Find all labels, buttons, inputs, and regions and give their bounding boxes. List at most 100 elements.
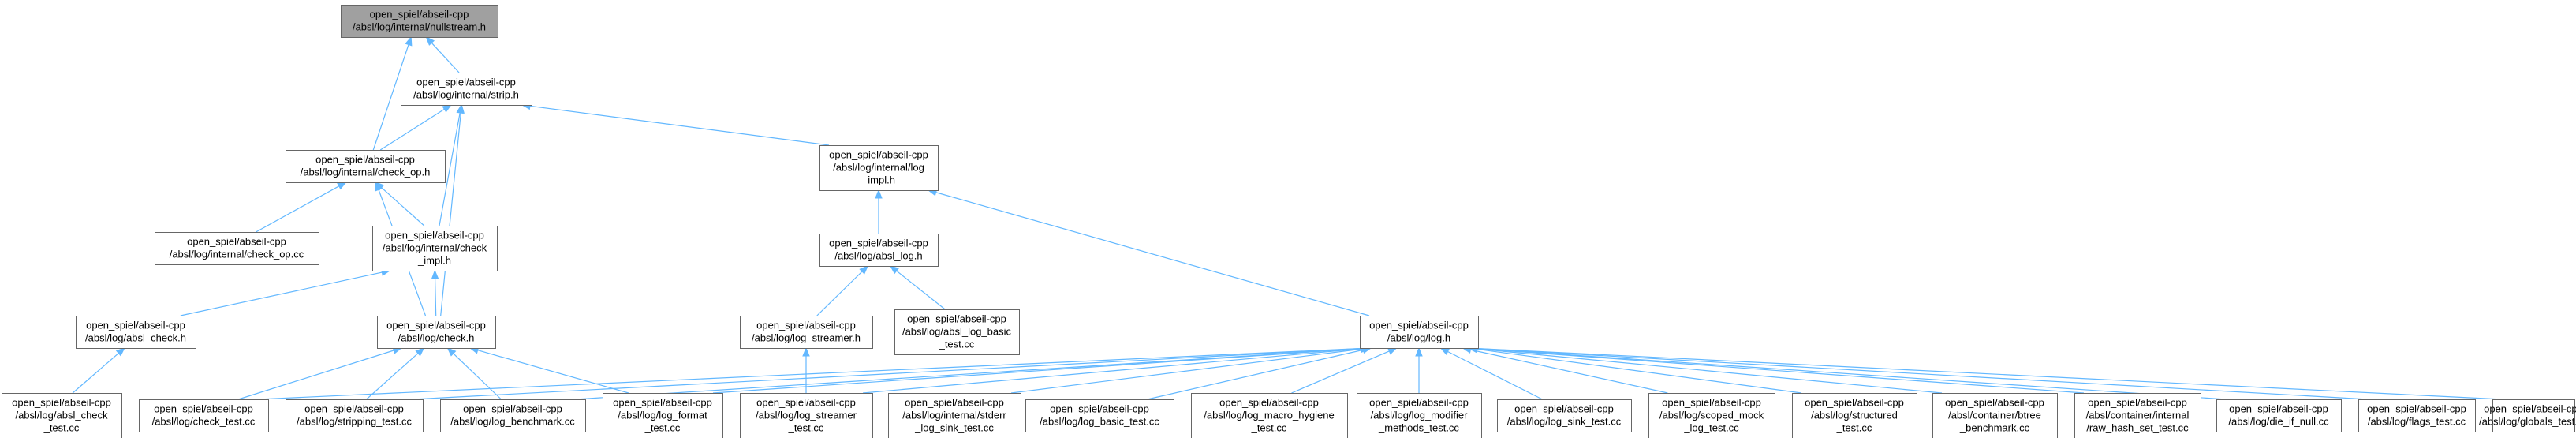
node-label-line: open_spiel/abseil-cpp [370, 9, 469, 21]
node-box [155, 232, 319, 265]
node-label-line: /absl/log/internal/check_op.h [301, 167, 431, 178]
node-label-line: /absl/log/stripping_test.cc [297, 416, 412, 428]
node-label-line: /absl/log/log_streamer [756, 410, 857, 421]
node-label-line: _methods_test.cc [1378, 422, 1459, 434]
node-flags-test[interactable]: open_spiel/abseil-cpp/absl/log/flags_tes… [2358, 399, 2476, 432]
arrowhead [375, 181, 383, 192]
arrowhead [875, 189, 883, 199]
node-die-if-null[interactable]: open_spiel/abseil-cpp/absl/log/die_if_nu… [2216, 399, 2342, 432]
arrowhead [337, 182, 347, 190]
node-label-line: /absl/log/internal/nullstream.h [353, 21, 486, 33]
node-label-line: open_spiel/abseil-cpp [1945, 397, 2044, 409]
arrowhead [1439, 347, 1450, 355]
node-label-line: /absl/log/internal/stderr [902, 410, 1006, 421]
node-label-line: /absl/log/scoped_mock [1659, 410, 1764, 421]
node-label-line: open_spiel/abseil-cpp [463, 403, 562, 415]
node-box [2074, 393, 2201, 438]
node-label-line: open_spiel/abseil-cpp [416, 77, 516, 88]
node-label-line: /absl/log/log_basic_test.cc [1040, 416, 1159, 428]
node-box [1360, 316, 1479, 349]
node-label-line: _test.cc [1251, 422, 1287, 434]
node-label-line: _benchmark.cc [1959, 422, 2030, 434]
node-label-line: /absl/log/flags_test.cc [2368, 416, 2466, 428]
node-box [819, 234, 939, 267]
node-absl-check[interactable]: open_spiel/abseil-cpp/absl/log/absl_chec… [76, 316, 196, 349]
arrowhead [115, 347, 125, 357]
node-label-line: open_spiel/abseil-cpp [1219, 397, 1319, 409]
node-label-line: open_spiel/abseil-cpp [2088, 397, 2187, 409]
node-stripping-test[interactable]: open_spiel/abseil-cpp/absl/log/stripping… [286, 399, 424, 432]
edge-log-macro-hygiene-test-to-log-h [1291, 347, 1398, 394]
node-btree-benchmark[interactable]: open_spiel/abseil-cpp/absl/container/btr… [1932, 393, 2058, 438]
node-label-line: /absl/log/check_test.cc [152, 416, 256, 428]
node-log-benchmark[interactable]: open_spiel/abseil-cpp/absl/log/log_bench… [440, 399, 586, 432]
edge-check-h-to-strip [440, 103, 465, 316]
node-globals-test[interactable]: open_spiel/abseil-cpp/absl/log/globals_t… [2479, 399, 2576, 432]
node-label-line: open_spiel/abseil-cpp [1514, 403, 1614, 415]
node-absl-log-basic-test[interactable]: open_spiel/abseil-cpp/absl/log/absl_log_… [894, 309, 1020, 355]
node-box [888, 393, 1021, 438]
node-label-line: open_spiel/abseil-cpp [905, 397, 1004, 409]
edge-absl-log-to-log-impl [875, 189, 883, 234]
arrowhead [425, 36, 435, 46]
node-label-line: /absl/log/log_streamer.h [752, 332, 861, 344]
node-label-line: open_spiel/abseil-cpp [756, 397, 856, 409]
node-box [819, 145, 939, 191]
edges-layer [72, 36, 2503, 400]
edge-globals-test-to-log-h [1467, 344, 2503, 400]
node-stderr-log-sink-test[interactable]: open_spiel/abseil-cpp/absl/log/internal/… [888, 393, 1021, 438]
node-box [2358, 399, 2476, 432]
node-label-line: _log_test.cc [1683, 422, 1739, 434]
arrowhead [859, 265, 869, 275]
node-label-line: /absl/container/btree [1948, 410, 2041, 421]
edge-stripping-test-to-check-h [366, 347, 425, 400]
edge-absl-check-test-to-absl-check [72, 347, 125, 394]
node-scoped-mock-log-test[interactable]: open_spiel/abseil-cpp/absl/log/scoped_mo… [1648, 393, 1775, 438]
edge-check-op-h-to-nullstream [372, 36, 413, 151]
node-box [894, 309, 1020, 355]
node-label-line: open_spiel/abseil-cpp [829, 238, 928, 249]
node-check-test[interactable]: open_spiel/abseil-cpp/absl/log/check_tes… [139, 399, 269, 432]
node-label-line: /raw_hash_set_test.cc [2086, 422, 2189, 434]
arrowhead [457, 103, 465, 114]
node-label-line: open_spiel/abseil-cpp [1805, 397, 1904, 409]
node-log-sink-test[interactable]: open_spiel/abseil-cpp/absl/log/log_sink_… [1497, 399, 1632, 432]
node-label-line: _test.cc [43, 422, 80, 434]
node-label-line: /absl/log/log_format [618, 410, 707, 421]
node-box [1191, 393, 1348, 438]
node-raw-hash-set-test[interactable]: open_spiel/abseil-cpp/absl/container/int… [2074, 393, 2201, 438]
node-check-op-h[interactable]: open_spiel/abseil-cpp/absl/log/internal/… [286, 150, 446, 183]
arrowhead [405, 36, 413, 47]
edge-log-modifier-methods-test-to-log-h [1415, 346, 1423, 393]
node-label-line: open_spiel/abseil-cpp [2484, 403, 2576, 415]
node-absl-log[interactable]: open_spiel/abseil-cpp/absl/log/absl_log.… [819, 234, 939, 267]
node-box [740, 316, 873, 349]
edge-check-op-cc-to-check-op-h [256, 182, 347, 233]
node-box [2492, 399, 2575, 432]
node-log-modifier-methods-test[interactable]: open_spiel/abseil-cpp/absl/log/log_modif… [1357, 393, 1482, 438]
node-strip[interactable]: open_spiel/abseil-cpp/absl/log/internal/… [401, 73, 532, 106]
node-box [286, 399, 424, 432]
arrowhead [431, 269, 439, 279]
node-log-impl[interactable]: open_spiel/abseil-cpp/absl/log/internal/… [819, 145, 939, 191]
arrowhead [415, 347, 425, 357]
node-check-impl[interactable]: open_spiel/abseil-cpp/absl/log/internal/… [372, 226, 498, 271]
node-check-op-cc[interactable]: open_spiel/abseil-cpp/absl/log/internal/… [155, 232, 319, 265]
node-label-line: open_spiel/abseil-cpp [86, 320, 185, 331]
node-check-h[interactable]: open_spiel/abseil-cpp/absl/log/check.h [377, 316, 496, 349]
node-label-line: /absl/log/internal/log [833, 162, 924, 174]
arrowhead [1387, 347, 1398, 355]
node-label-line: _test.cc [1836, 422, 1872, 434]
node-log-macro-hygiene-test[interactable]: open_spiel/abseil-cpp/absl/log/log_macro… [1191, 393, 1348, 438]
node-log-streamer[interactable]: open_spiel/abseil-cpp/absl/log/log_strea… [740, 316, 873, 349]
node-label-line: _test.cc [939, 339, 975, 350]
node-structured-test[interactable]: open_spiel/abseil-cpp/absl/log/structure… [1792, 393, 1917, 438]
node-log-h[interactable]: open_spiel/abseil-cpp/absl/log/log.h [1360, 316, 1479, 349]
node-log-basic-test[interactable]: open_spiel/abseil-cpp/absl/log/log_basic… [1025, 399, 1174, 432]
node-log-format-test[interactable]: open_spiel/abseil-cpp/absl/log/log_forma… [603, 393, 723, 438]
node-label-line: open_spiel/abseil-cpp [385, 230, 484, 241]
node-log-streamer-test[interactable]: open_spiel/abseil-cpp/absl/log/log_strea… [740, 393, 873, 438]
edge-log-impl-to-strip [521, 102, 830, 146]
node-absl-check-test[interactable]: open_spiel/abseil-cpp/absl/log/absl_chec… [2, 393, 122, 438]
